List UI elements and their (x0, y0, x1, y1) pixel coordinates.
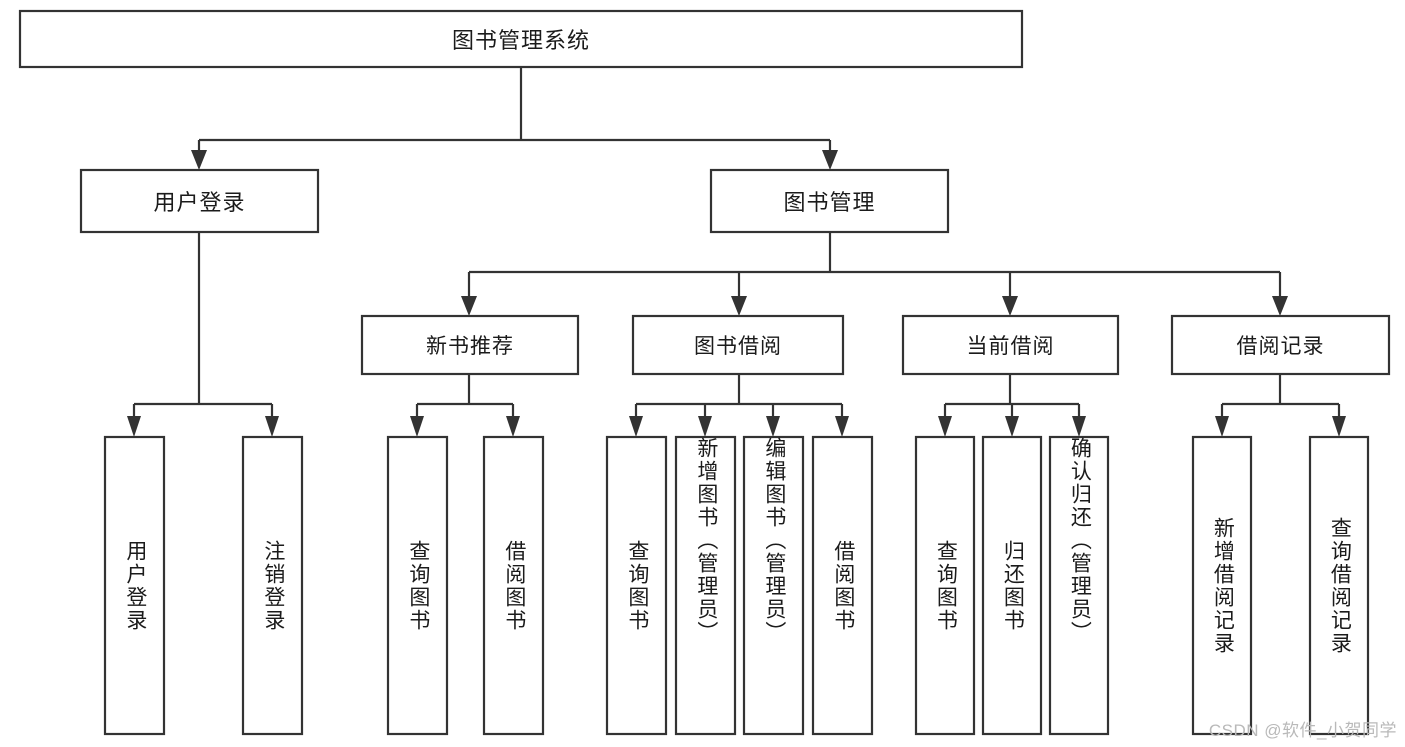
node-book-management-label: 图书管理 (783, 190, 876, 215)
leaf-add-borrow-record[interactable] (1191, 435, 1253, 736)
arrow-bookmgmt-child-3 (1002, 296, 1018, 316)
arrow-bookmgmt-child-1 (461, 296, 477, 316)
node-new-book-recommend-label: 新书推荐 (426, 335, 514, 358)
leaf-query-borrow-record[interactable] (1308, 435, 1370, 736)
arrow-record-leaf-1 (1215, 416, 1229, 437)
arrow-borrow-leaf-2 (698, 416, 712, 437)
arrow-root-to-user (191, 150, 207, 170)
leaf-add-book-admin[interactable] (674, 435, 737, 736)
arrow-record-leaf-2 (1332, 416, 1346, 437)
node-book-management[interactable] (709, 168, 950, 234)
node-book-borrow-label: 图书借阅 (694, 335, 782, 358)
arrow-bookmgmt-child-2 (731, 296, 747, 316)
leaf-query-book-recommend[interactable] (386, 435, 449, 736)
arrow-user-leaf-2 (265, 416, 279, 437)
arrow-borrow-leaf-4 (835, 416, 849, 437)
arrow-user-leaf-1 (127, 416, 141, 437)
node-borrow-record[interactable] (1170, 314, 1391, 376)
node-book-borrow[interactable] (631, 314, 845, 376)
node-user-login[interactable] (79, 168, 320, 234)
arrow-borrow-leaf-3 (766, 416, 780, 437)
node-root-label: 图书管理系统 (451, 28, 590, 53)
arrow-newbook-leaf-2 (506, 416, 520, 437)
node-current-borrow[interactable] (901, 314, 1120, 376)
node-root[interactable] (18, 9, 1024, 69)
connector-layer (127, 67, 1346, 437)
arrow-current-leaf-3 (1072, 416, 1086, 437)
arrow-newbook-leaf-1 (410, 416, 424, 437)
watermark-text: CSDN @软件_小贺同学 (1208, 721, 1397, 740)
arrow-current-leaf-2 (1005, 416, 1019, 437)
leaf-return-book[interactable] (981, 435, 1043, 736)
leaf-borrow-book[interactable] (811, 435, 874, 736)
node-borrow-record-label: 借阅记录 (1236, 335, 1325, 358)
arrow-root-to-book (822, 150, 838, 170)
arrow-current-leaf-1 (938, 416, 952, 437)
arrow-borrow-leaf-1 (629, 416, 643, 437)
node-new-book-recommend[interactable] (360, 314, 580, 376)
leaf-confirm-return-admin[interactable] (1048, 435, 1110, 736)
leaf-edit-book-admin[interactable] (742, 435, 805, 736)
leaf-borrow-book-recommend[interactable] (482, 435, 545, 736)
leaf-logout-login[interactable] (241, 435, 304, 736)
leaf-query-book-borrow[interactable] (605, 435, 668, 736)
node-current-borrow-label: 当前借阅 (966, 335, 1055, 358)
arrow-bookmgmt-child-4 (1272, 296, 1288, 316)
node-layer (18, 9, 1391, 736)
leaf-query-book-current[interactable] (914, 435, 976, 736)
node-user-login-label: 用户登录 (153, 190, 246, 215)
leaf-user-login[interactable] (103, 435, 166, 736)
